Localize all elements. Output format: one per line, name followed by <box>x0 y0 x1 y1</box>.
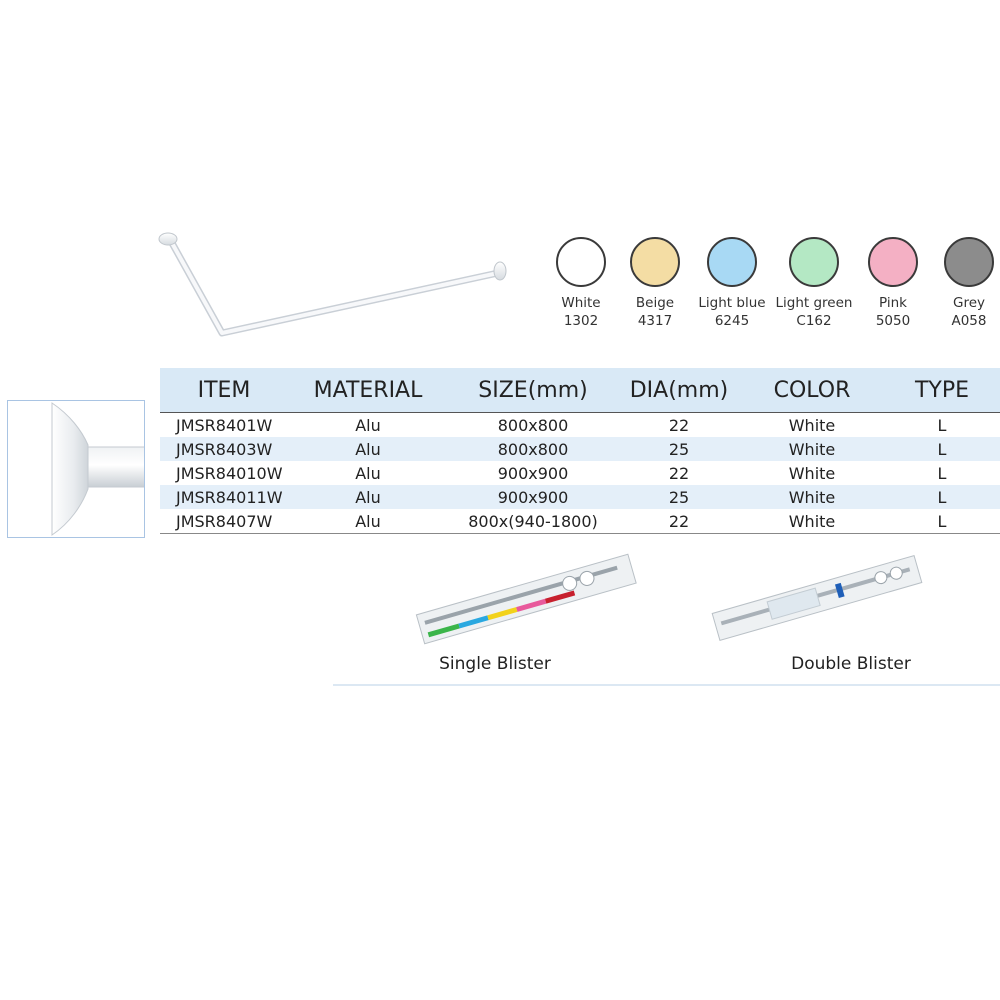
swatch-light-blue: Light blue 6245 <box>686 237 778 330</box>
l-shaped-rod-image <box>158 232 507 337</box>
cell-size: 800x800 <box>497 415 569 435</box>
swatch-name: Light green <box>775 295 853 311</box>
swatch-name: Grey <box>952 295 985 311</box>
cell-dia: 22 <box>668 463 690 483</box>
header-item: ITEM <box>160 368 288 413</box>
white-color-swatch <box>556 237 606 287</box>
table-row: JMSR8403W Alu 800x800 25 White L <box>160 437 1000 461</box>
table-row: JMSR8407W Alu 800x(940-1800) 22 White L <box>160 509 1000 534</box>
cell-type: L <box>937 487 947 507</box>
swatch-code: 6245 <box>714 313 750 329</box>
cell-type: L <box>884 509 1000 534</box>
swatch-name: White <box>561 295 601 311</box>
swatch-light-green: Light green C162 <box>768 237 860 330</box>
light-green-color-swatch <box>789 237 839 287</box>
beige-color-swatch <box>630 237 680 287</box>
cell-dia: 22 <box>618 509 740 534</box>
swatch-code: 4317 <box>637 313 673 329</box>
swatch-code: A058 <box>951 313 987 329</box>
header-dia: DIA(mm) <box>618 368 740 413</box>
cell-item: JMSR8403W <box>176 439 273 459</box>
swatch-grey: Grey A058 <box>923 237 1000 330</box>
swatch-name: Light blue <box>698 295 766 311</box>
cell-material: Alu <box>355 415 381 435</box>
cell-dia: 25 <box>668 439 690 459</box>
header-color: COLOR <box>740 368 884 413</box>
cell-item: JMSR84010W <box>176 463 283 483</box>
cell-type: L <box>937 463 947 483</box>
divider <box>333 684 1000 686</box>
double-blister-label: Double Blister <box>791 654 911 674</box>
double-blister-image <box>711 554 923 642</box>
cell-color: White <box>788 487 836 507</box>
cell-size: 900x900 <box>497 487 569 507</box>
cell-dia: 25 <box>668 487 690 507</box>
cell-type: L <box>937 439 947 459</box>
header-size: SIZE(mm) <box>448 368 618 413</box>
cell-size: 900x900 <box>497 463 569 483</box>
cell-dia: 22 <box>668 415 690 435</box>
swatch-code: 1302 <box>563 313 599 329</box>
cell-color: White <box>740 509 884 534</box>
table-row: JMSR84011W Alu 900x900 25 White L <box>160 485 1000 509</box>
cell-item: JMSR8401W <box>176 415 273 435</box>
cell-material: Alu <box>355 463 381 483</box>
swatch-code: C162 <box>796 313 832 329</box>
cell-size: 800x(940-1800) <box>448 509 618 534</box>
header-type: TYPE <box>884 368 1000 413</box>
swatch-name: Beige <box>635 295 675 311</box>
cell-color: White <box>788 439 836 459</box>
light-blue-color-swatch <box>707 237 757 287</box>
cell-color: White <box>788 415 836 435</box>
swatch-white: White 1302 <box>535 237 627 330</box>
single-blister-label: Single Blister <box>439 654 551 674</box>
header-material: MATERIAL <box>288 368 448 413</box>
cell-item: JMSR84011W <box>176 487 283 507</box>
cell-material: Alu <box>355 487 381 507</box>
pink-color-swatch <box>868 237 918 287</box>
swatch-beige: Beige 4317 <box>609 237 701 330</box>
cell-item: JMSR8407W <box>160 509 288 534</box>
flange-detail-image <box>7 400 145 538</box>
specification-table: ITEM MATERIAL SIZE(mm) DIA(mm) COLOR TYP… <box>160 368 1000 534</box>
cell-type: L <box>937 415 947 435</box>
table-row: JMSR8401W Alu 800x800 22 White L <box>160 413 1000 438</box>
cell-material: Alu <box>288 509 448 534</box>
single-blister-image <box>415 553 637 645</box>
swatch-code: 5050 <box>875 313 911 329</box>
grey-color-swatch <box>944 237 994 287</box>
cell-size: 800x800 <box>497 439 569 459</box>
swatch-pink: Pink 5050 <box>847 237 939 330</box>
table-header-row: ITEM MATERIAL SIZE(mm) DIA(mm) COLOR TYP… <box>160 368 1000 413</box>
cell-color: White <box>788 463 836 483</box>
table-row: JMSR84010W Alu 900x900 22 White L <box>160 461 1000 485</box>
swatch-name: Pink <box>879 295 907 311</box>
cell-material: Alu <box>355 439 381 459</box>
